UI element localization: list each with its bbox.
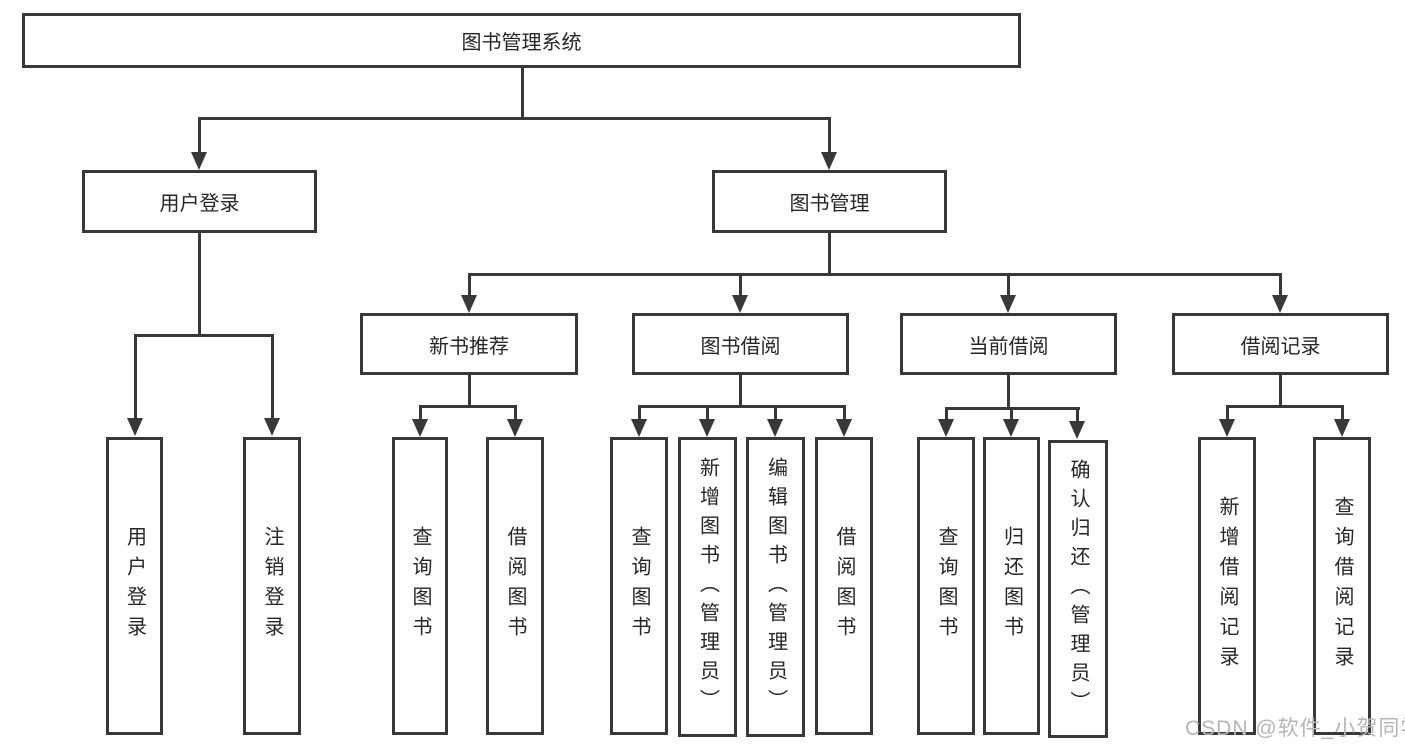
arrow-down-icon <box>264 418 280 436</box>
node-label: 用户登录 <box>159 193 240 215</box>
leaf-label: 查询借阅记录 <box>1331 496 1353 676</box>
leaf-label: 查询图书 <box>935 526 957 646</box>
leaf-user-login: 用户登录 <box>106 437 163 735</box>
node-label: 图书管理系统 <box>461 32 582 54</box>
connector-drop <box>419 405 422 421</box>
connector-drop <box>843 405 846 421</box>
connector-drop-leaf-logout <box>271 334 274 421</box>
leaf-query-books-borrow: 查询图书 <box>610 437 668 735</box>
connector-new-book-stem <box>468 375 471 408</box>
leaf-add-borrow-record: 新增借阅记录 <box>1198 437 1256 735</box>
connector-user-login-stem <box>198 233 201 337</box>
leaf-borrow-books-recommend: 借阅图书 <box>486 437 544 735</box>
arrow-down-icon <box>1219 419 1235 437</box>
leaf-borrow-books-borrow: 借阅图书 <box>815 437 873 735</box>
node-label: 新书推荐 <box>429 335 509 358</box>
node-label: 图书借阅 <box>700 335 781 358</box>
connector-book-borrow-rail <box>638 405 846 408</box>
connector-drop-book-borrow <box>739 273 742 297</box>
connector-user-login-rail <box>134 334 274 337</box>
connector-drop-leaf-user-login <box>134 334 137 421</box>
connector-borrow-records-rail <box>1226 405 1344 408</box>
connector-drop <box>945 407 948 421</box>
leaf-add-book-admin: 新增图书（管理员） <box>678 437 737 737</box>
leaf-query-books-recommend: 查询图书 <box>392 437 448 735</box>
node-current-borrow: 当前借阅 <box>900 313 1117 375</box>
arrow-down-icon <box>1003 419 1019 437</box>
connector-drop-new-book-recommend <box>468 273 471 297</box>
leaf-label: 借阅图书 <box>504 526 526 646</box>
arrow-down-icon <box>127 418 143 436</box>
connector-current-borrow-stem <box>1007 375 1010 410</box>
leaf-return-book: 归还图书 <box>983 437 1040 735</box>
arrow-down-icon <box>1272 295 1288 313</box>
leaf-confirm-return-admin: 确认归还（管理员） <box>1048 440 1108 738</box>
connector-drop <box>1076 407 1079 421</box>
leaf-label: 用户登录 <box>123 526 146 646</box>
leaf-label: 归还图书 <box>1000 526 1023 646</box>
connector-borrow-records-stem <box>1279 375 1282 408</box>
connector-book-borrow-stem <box>739 375 742 408</box>
arrow-down-icon <box>821 152 837 170</box>
leaf-label: 查询图书 <box>409 526 431 646</box>
node-label: 图书管理 <box>789 193 870 215</box>
connector-drop-borrow-records <box>1279 273 1282 297</box>
node-label: 借阅记录 <box>1240 335 1321 358</box>
leaf-query-books-current: 查询图书 <box>917 437 975 735</box>
leaf-label: 编辑图书（管理员） <box>764 456 787 718</box>
node-book-management: 图书管理 <box>712 170 947 233</box>
arrow-down-icon <box>631 419 647 437</box>
connector-drop <box>638 405 641 421</box>
node-library-management-system: 图书管理系统 <box>22 13 1021 68</box>
leaf-label: 新增借阅记录 <box>1216 496 1238 676</box>
node-book-borrow: 图书借阅 <box>632 313 849 375</box>
node-new-book-recommend: 新书推荐 <box>360 313 578 375</box>
watermark: CSDN @软件_小贺同学 <box>1185 717 1405 740</box>
leaf-edit-book-admin: 编辑图书（管理员） <box>746 437 805 737</box>
connector-drop <box>1341 405 1344 421</box>
leaf-logout: 注销登录 <box>243 437 301 735</box>
connector-drop <box>514 405 517 421</box>
arrow-down-icon <box>732 295 748 313</box>
arrow-down-icon <box>1000 295 1016 313</box>
connector-book-management-stem <box>828 233 831 276</box>
node-borrow-records: 借阅记录 <box>1172 313 1389 375</box>
arrow-down-icon <box>1334 419 1350 437</box>
connector-root-stem <box>521 68 524 120</box>
leaf-label: 借阅图书 <box>833 526 855 646</box>
arrow-down-icon <box>1069 421 1085 439</box>
connector-drop-user-login <box>198 117 201 156</box>
connector-drop-current-borrow <box>1007 273 1010 297</box>
leaf-query-borrow-record: 查询借阅记录 <box>1313 437 1371 735</box>
arrow-down-icon <box>938 419 954 437</box>
connector-drop <box>706 405 709 421</box>
connector-level1-rail <box>198 117 831 120</box>
arrow-down-icon <box>412 419 428 437</box>
connector-drop-book-management <box>828 117 831 156</box>
arrow-down-icon <box>699 419 715 437</box>
arrow-down-icon <box>836 419 852 437</box>
connector-level3-rail <box>468 273 1282 276</box>
leaf-label: 新增图书（管理员） <box>696 456 719 718</box>
connector-drop <box>1226 405 1229 421</box>
connector-drop <box>774 405 777 421</box>
node-label: 当前借阅 <box>968 335 1049 358</box>
node-user-login: 用户登录 <box>82 170 317 233</box>
leaf-label: 确认归还（管理员） <box>1067 458 1089 720</box>
connector-drop <box>1010 407 1013 421</box>
leaf-label: 查询图书 <box>628 526 650 646</box>
arrow-down-icon <box>461 295 477 313</box>
arrow-down-icon <box>191 152 207 170</box>
connector-new-book-rail <box>419 405 517 408</box>
leaf-label: 注销登录 <box>261 526 283 646</box>
arrow-down-icon <box>507 419 523 437</box>
arrow-down-icon <box>767 419 783 437</box>
